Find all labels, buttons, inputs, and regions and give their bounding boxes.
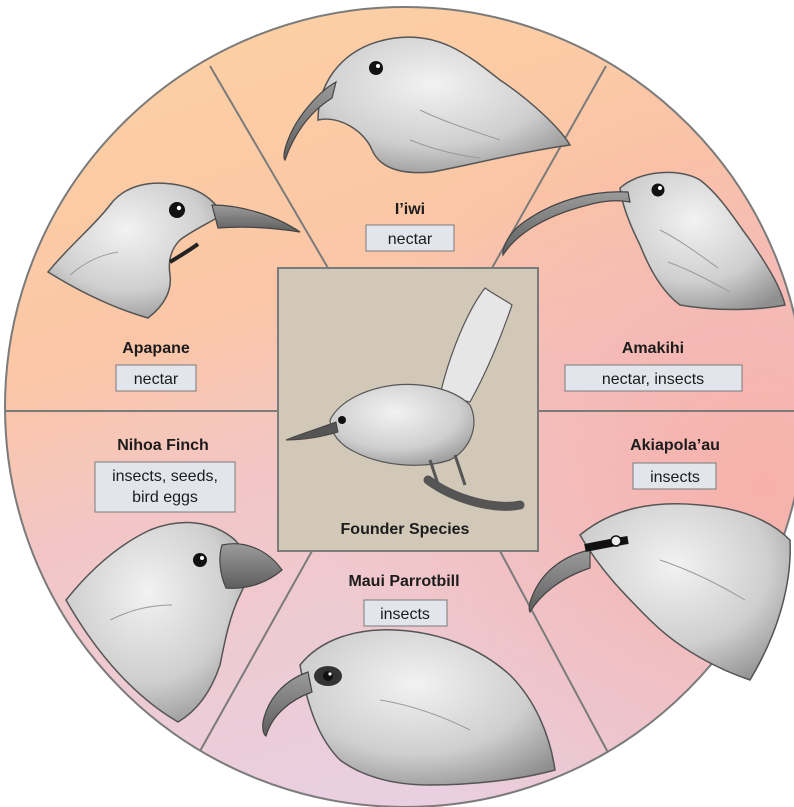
diet-apapane: nectar xyxy=(134,371,179,388)
diet-maui-parrotbill: insects xyxy=(380,606,430,623)
diet-nihoa-finch-line-1: insects, seeds, xyxy=(112,468,218,485)
species-name-amakihi: Amakihi xyxy=(622,340,684,357)
species-name-akiapolaau: Akiapola’au xyxy=(630,437,720,454)
diet-iiwi: nectar xyxy=(388,231,433,248)
founder-species-label: Founder Species xyxy=(341,521,470,538)
species-name-nihoa-finch: Nihoa Finch xyxy=(117,437,209,454)
diet-amakihi: nectar, insects xyxy=(602,371,704,388)
diet-nihoa-finch-line-2: bird eggs xyxy=(132,489,198,506)
species-name-maui-parrotbill: Maui Parrotbill xyxy=(348,573,459,590)
species-name-iiwi: I’iwi xyxy=(395,201,425,218)
species-name-apapane: Apapane xyxy=(122,340,190,357)
diet-akiapolaau: insects xyxy=(650,469,700,486)
